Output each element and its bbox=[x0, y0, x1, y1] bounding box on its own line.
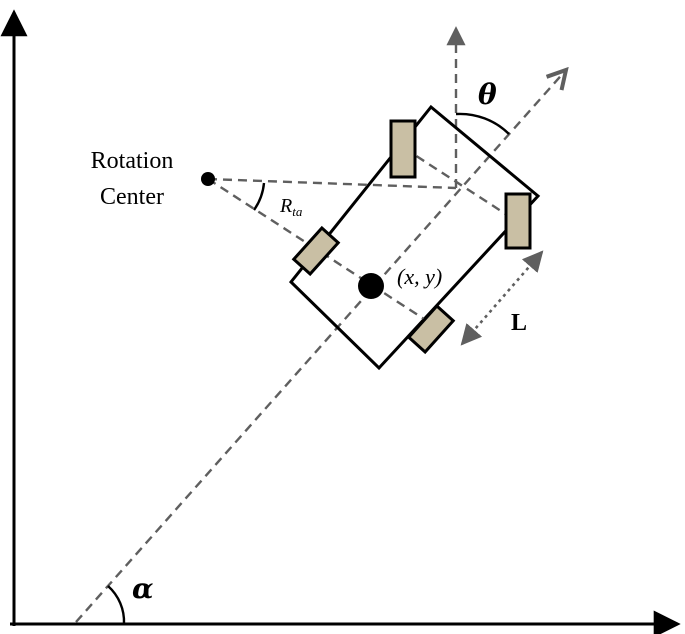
theta-label: θ bbox=[478, 78, 497, 111]
wheelbase-label: L bbox=[511, 310, 527, 336]
wheel-front-right bbox=[504, 192, 532, 250]
robot-chassis bbox=[288, 104, 541, 371]
rotation-center-point bbox=[201, 172, 215, 186]
rotation-center-label-line1: Rotation bbox=[91, 148, 174, 174]
rotation-center-label-line2: Center bbox=[100, 184, 164, 210]
alpha-arc bbox=[107, 585, 126, 625]
front-axle-line bbox=[403, 146, 519, 224]
robot-center-point bbox=[358, 273, 384, 299]
heading-line bbox=[75, 70, 566, 623]
alpha-label: α bbox=[132, 572, 154, 605]
rta-label: Rta bbox=[279, 195, 303, 219]
wheel-rear-left bbox=[291, 225, 341, 277]
position-label: (x, y) bbox=[397, 264, 442, 289]
rotation-radius-line-upper bbox=[207, 177, 457, 190]
wheel-rear-right bbox=[406, 303, 456, 355]
rta-angle-arc bbox=[253, 182, 266, 211]
theta-arc bbox=[455, 112, 510, 135]
wheel-front-left bbox=[389, 119, 417, 179]
